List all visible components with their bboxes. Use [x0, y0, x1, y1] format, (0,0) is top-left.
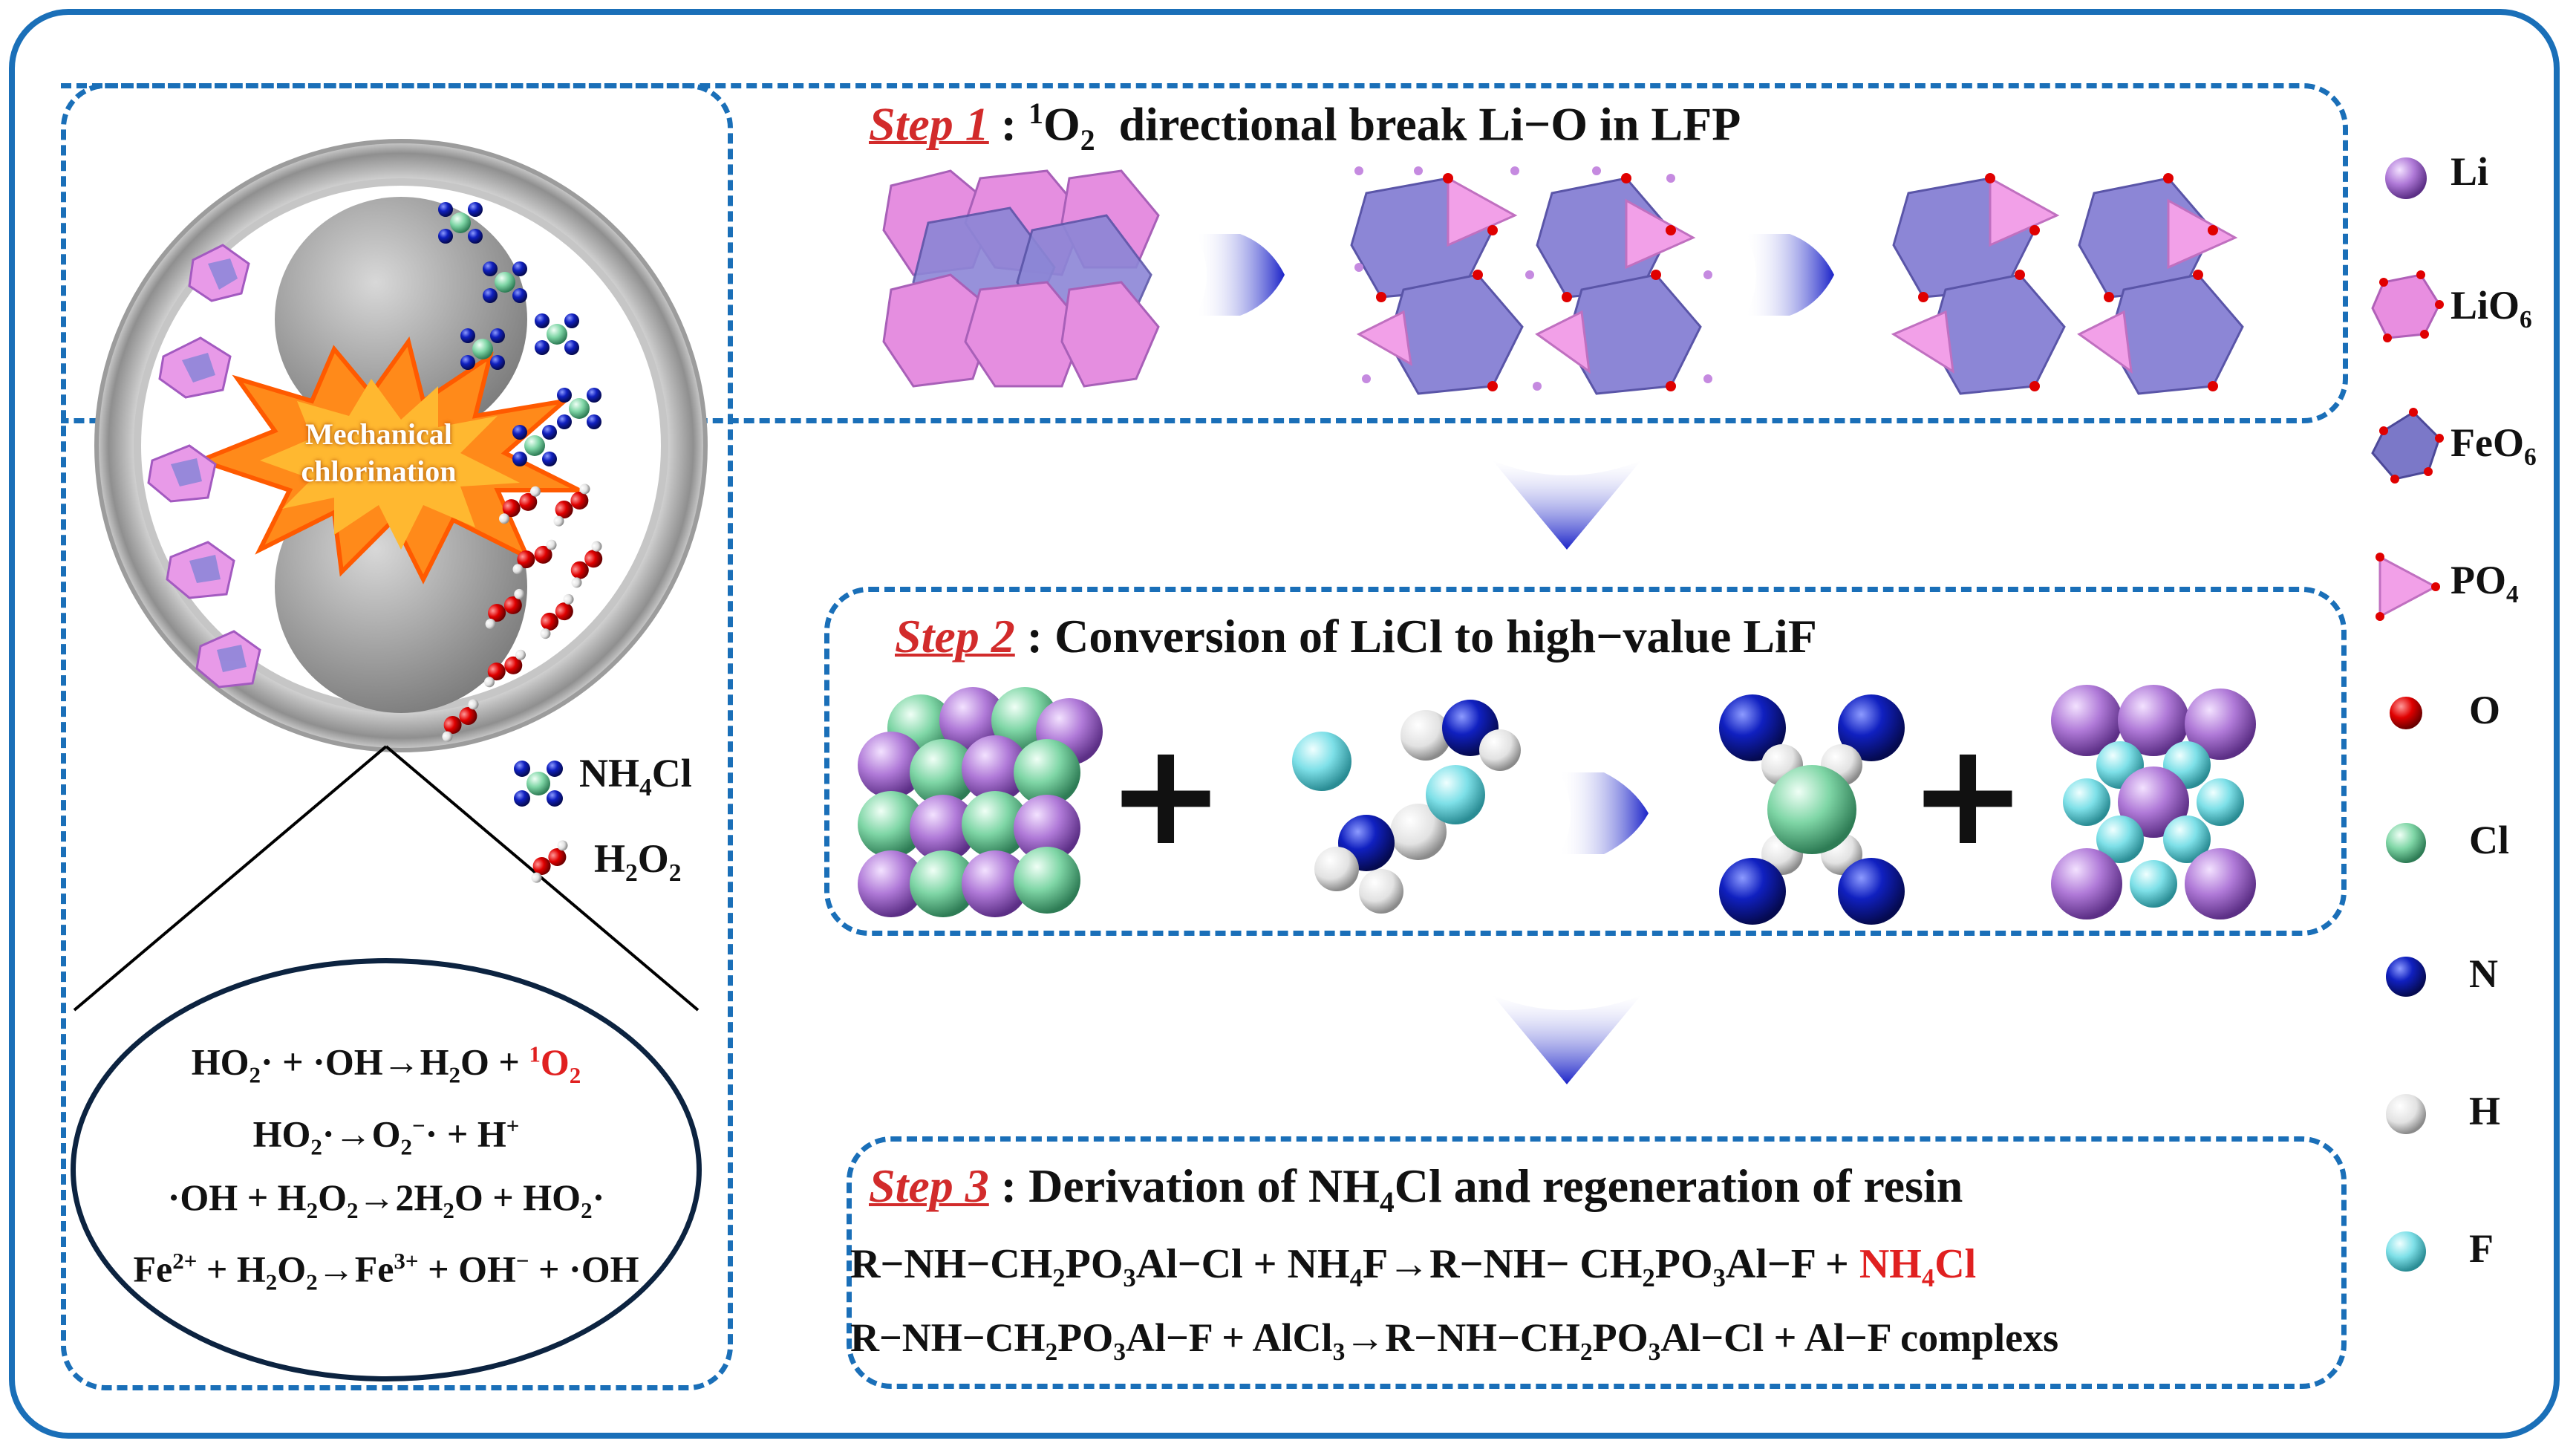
- step2-arrow: [1559, 772, 1649, 854]
- nh4cl-legend-label: NH4Cl: [579, 751, 692, 801]
- step1-separator: :: [988, 97, 1029, 151]
- legend-f-icon: [2386, 1231, 2426, 1272]
- legend-lio6-label: LiO6: [2451, 283, 2532, 333]
- atom-legend: Li LiO6 FeO6 PO4 O Cl N H F: [2369, 134, 2562, 1322]
- step3-separator: :: [988, 1159, 1029, 1212]
- plus-sign-2: +: [1908, 712, 2026, 876]
- legend-cl-label: Cl: [2469, 818, 2509, 862]
- legend-lio6-icon: [2371, 270, 2444, 342]
- lif-lattice: [2051, 685, 2256, 919]
- step1-title: Step 1 : 1O2 directional break Li−O in L…: [869, 97, 1741, 157]
- legend-li-label: Li: [2451, 149, 2489, 194]
- lfp-relithiated: [1891, 173, 2244, 395]
- h2o2-legend-icon: [531, 840, 568, 883]
- legend-cl-icon: [2386, 823, 2426, 863]
- step3-equation-1: R−NH−CH2PO3Al−Cl + NH4F→R−NH− CH2PO3Al−F…: [850, 1241, 1977, 1293]
- reaction-oval: [71, 958, 702, 1381]
- legend-po4-icon: [2376, 553, 2440, 621]
- nh4f-molecule: [1292, 700, 1521, 914]
- step2-reaction: + +: [858, 685, 2256, 925]
- step1-arrow-2: [1745, 234, 1834, 316]
- step2-text: Conversion of LiCl to high−value LiF: [1054, 610, 1817, 663]
- step3-equation-2: R−NH−CH2PO3Al−F + AlCl3→R−NH−CH2PO3Al−Cl…: [850, 1315, 2059, 1366]
- legend-feo6-label: FeO6: [2451, 420, 2537, 471]
- oval-eq-1: HO2· + ·OH→H2O + 1O2: [191, 1041, 581, 1088]
- legend-li-icon: [2385, 157, 2427, 199]
- ball-mill-vessel: [73, 139, 708, 1012]
- flash-label-line1: Mechanical: [305, 417, 452, 451]
- h2o2-molecules: [442, 484, 603, 742]
- step1-panel: [61, 83, 2348, 423]
- flash-label-line2: chlorination: [301, 455, 457, 488]
- step3-label: Step 3: [869, 1159, 989, 1212]
- oval-eq-3: ·OH + H2O2→2H2O + HO2·: [167, 1176, 605, 1224]
- step1-arrow-1: [1196, 234, 1285, 316]
- nh4cl-molecules: [438, 202, 601, 466]
- lfp-delithiated: [1350, 166, 1712, 395]
- legend-h-label: H: [2469, 1089, 2501, 1133]
- nh4cl-legend-icon: [514, 761, 563, 807]
- legend-f-label: F: [2469, 1226, 2494, 1271]
- step1-label: Step 1: [869, 97, 989, 151]
- lfp-intact: [882, 169, 1160, 388]
- down-arrow-1: [1493, 460, 1641, 550]
- outer-frame: [9, 9, 2560, 1439]
- legend-n-icon: [2386, 957, 2426, 997]
- oval-eq-2: HO2·→O2−· + H+: [252, 1112, 520, 1160]
- step2-title: Step 2 : Conversion of LiCl to high−valu…: [895, 609, 1817, 664]
- step3-panel: [847, 1136, 2347, 1389]
- step2-separator: :: [1014, 610, 1055, 663]
- nh4cl-product: [1719, 694, 1905, 925]
- step2-panel: [824, 587, 2347, 936]
- legend-h-icon: [2386, 1094, 2426, 1134]
- down-arrow-2: [1493, 995, 1641, 1084]
- h2o2-legend-label: H2O2: [594, 836, 682, 887]
- legend-n-label: N: [2469, 951, 2498, 996]
- flash-label: Mechanical chlorination: [260, 416, 498, 490]
- legend-feo6-icon: [2371, 408, 2444, 484]
- oval-equations: HO2· + ·OH→H2O + 1O2 HO2·→O2−· + H+ ·OH …: [71, 1029, 702, 1308]
- oval-eq-4: Fe2+ + H2O2→Fe3+ + OH− + ·OH: [133, 1248, 639, 1295]
- step3-title: Step 3 : Derivation of NH4Cl and regener…: [869, 1159, 1963, 1219]
- step1-lfp-structure: [882, 166, 2244, 395]
- step2-label: Step 2: [895, 610, 1015, 663]
- licl-lattice: [858, 687, 1103, 917]
- legend-o-icon: [2390, 697, 2422, 729]
- legend-po4-label: PO4: [2451, 558, 2519, 608]
- legend-o-label: O: [2469, 688, 2501, 732]
- plus-sign-1: +: [1106, 712, 1225, 876]
